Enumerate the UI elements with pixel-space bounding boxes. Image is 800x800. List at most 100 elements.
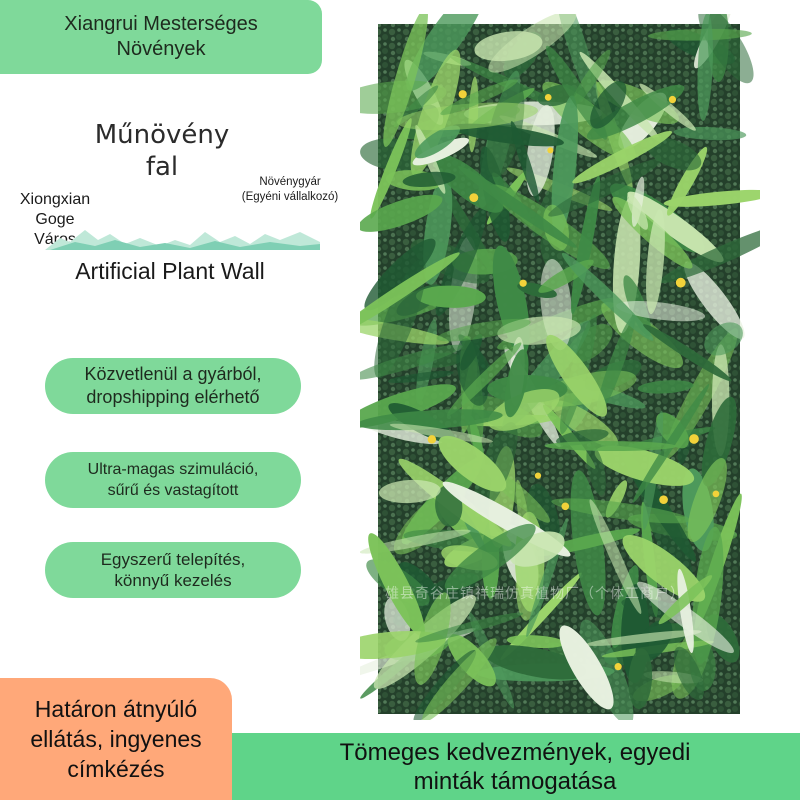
leaf-shape [548, 158, 662, 217]
feature-pill-simulation: Ultra-magas szimuláció, sűrű és vastagít… [45, 452, 301, 508]
leaf-shape [414, 125, 460, 159]
flower-dot [614, 663, 622, 671]
leaf-shape [504, 349, 529, 418]
leaf-shape [383, 14, 428, 147]
feature-line-1: Közvetlenül a gyárból, [84, 364, 262, 384]
leaf-shape [698, 14, 754, 84]
product-title-line-2: fal [145, 152, 179, 182]
bulk-line-2: minták támogatása [413, 767, 617, 795]
cross-border-line-1: Határon átnyúló [34, 696, 198, 722]
leaf-shape [632, 384, 710, 503]
leaf-shape [364, 238, 436, 311]
leaf-shape [546, 334, 608, 417]
leaf-shape [559, 625, 614, 710]
leaf-shape [595, 315, 635, 417]
feature-line-1: Ultra-magas szimuláció, [87, 461, 259, 478]
leaf-shape [673, 126, 747, 141]
leaf-shape [704, 322, 743, 356]
leaf-shape [440, 79, 518, 115]
leaf-shape [360, 194, 443, 232]
flower-dot [561, 502, 570, 511]
leaf-shape [687, 457, 727, 543]
leaf-shape [551, 95, 579, 238]
flower-dot [458, 90, 467, 99]
factory-line-1: Növénygyár [259, 176, 321, 188]
leaf-shape [663, 189, 760, 207]
leaf-shape [433, 153, 504, 213]
leaf-shape [586, 444, 606, 496]
flower-dot [544, 94, 552, 101]
leaf-shape [585, 630, 702, 646]
leaf-shape [659, 223, 760, 284]
leaf-shape [589, 499, 642, 615]
leaf-shape [397, 102, 539, 131]
leaf-shape [544, 441, 677, 452]
leaf-shape [645, 137, 702, 171]
plant-wall-photo [360, 14, 760, 720]
feature-pill-installation: Egyszerű telepítés, könnyű kezelés [45, 542, 301, 598]
leaf-shape [360, 344, 462, 380]
leaf-shape [647, 28, 752, 41]
feature-line-2: könnyű kezelés [114, 571, 232, 590]
leaf-shape [590, 80, 627, 129]
mountain-silhouette-icon [0, 220, 320, 250]
leaf-shape [637, 380, 694, 394]
leaf-shape [628, 648, 653, 710]
flower-dot [689, 434, 699, 444]
leaf-shape [402, 171, 456, 187]
flower-dot [547, 147, 554, 154]
leaf-shape [488, 388, 560, 431]
factory-text: Növénygyár (Egyéni vállalkozó) [225, 175, 355, 205]
leaf-shape [586, 84, 685, 140]
leaf-shape [506, 635, 566, 649]
leaf-shape [406, 14, 488, 91]
cross-border-line-2: ellátás, ingyenes [30, 726, 202, 752]
feature-line-2: dropshipping elérhető [86, 387, 260, 407]
factory-line-2: (Egyéni vállalkozó) [241, 191, 339, 203]
product-title-line-1: Műnövény [94, 120, 230, 150]
leaf-shape [387, 370, 454, 383]
leaf-shape [484, 645, 587, 680]
bulk-discount-banner: Tömeges kedvezmények, egyedi minták támo… [230, 733, 800, 800]
leaf-shape [673, 646, 705, 700]
leaf-shape [561, 252, 654, 341]
cross-border-line-3: címkézés [67, 756, 165, 782]
leaf-shape [412, 137, 469, 166]
leaf-shape [458, 166, 577, 248]
brand-banner: Xiangrui Mesterséges Növények [0, 0, 322, 74]
feature-line-1: Egyszerű telepítés, [100, 550, 246, 569]
leaf-shape [643, 324, 732, 382]
location-line-1: Xiongxian [19, 191, 91, 208]
leaf-shape [416, 285, 486, 308]
flower-dot [675, 277, 686, 288]
location-line-2: Goge [35, 211, 75, 228]
leaf-shape [572, 130, 673, 184]
leaf-shape [627, 193, 649, 230]
leaf-shape [616, 300, 706, 322]
flower-dot [659, 495, 668, 504]
leaf-shape [488, 14, 577, 73]
leaf-shape [360, 529, 471, 554]
leaf-shape [656, 412, 689, 449]
flower-dot [427, 435, 437, 444]
leaf-shape [684, 261, 745, 339]
leaf-shape [646, 209, 665, 315]
leaf-shape [701, 396, 737, 487]
leaf-shape [389, 423, 493, 443]
leaf-shape [460, 333, 483, 371]
leaf-shape [594, 445, 695, 486]
watermark-text: 雄县奇谷庄镇祥瑞仿真植物厂（个体工商户） [385, 585, 685, 601]
leaf-shape [627, 191, 724, 263]
leaf-shape [571, 175, 601, 315]
leaf-shape [421, 638, 497, 720]
flower-dot [712, 490, 720, 498]
leaf-shape [444, 523, 536, 591]
product-title-english: Artificial Plant Wall [75, 258, 265, 284]
leaf-shape [551, 498, 691, 524]
leaf-shape [378, 479, 441, 504]
flower-dot [519, 279, 527, 287]
flower-dot [668, 95, 677, 104]
leaf-shape [517, 282, 557, 298]
bulk-line-1: Tömeges kedvezmények, egyedi [339, 738, 691, 766]
flower-dot [469, 193, 479, 203]
